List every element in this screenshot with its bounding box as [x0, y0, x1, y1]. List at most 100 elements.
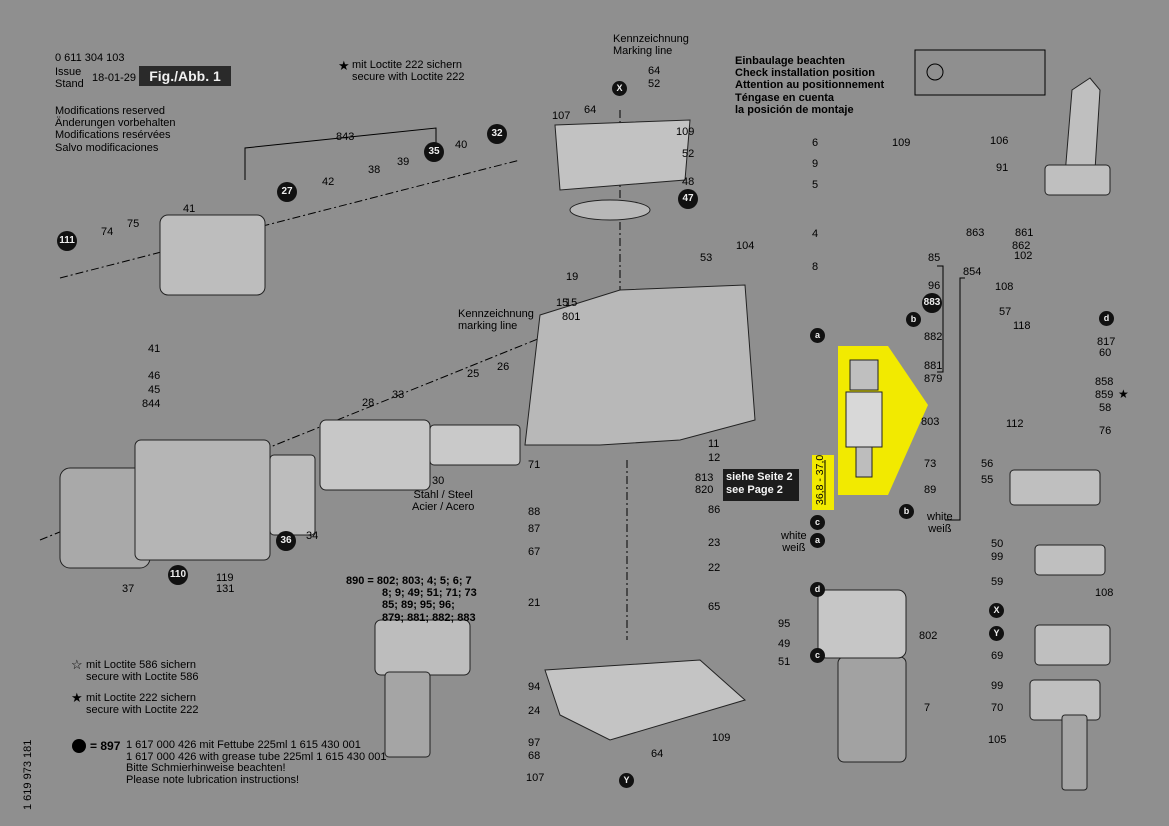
label-51: 51	[778, 656, 791, 668]
label-58: 58	[1099, 402, 1112, 414]
loctite-586-note: mit Loctite 586 sichern secure with Loct…	[86, 659, 199, 684]
label-843: 843	[336, 131, 355, 143]
label-106: 106	[990, 135, 1009, 147]
label-37: 37	[122, 583, 135, 595]
label-39: 39	[397, 156, 410, 168]
label-56: 56	[981, 458, 994, 470]
callout-badge-a-2: a	[810, 533, 825, 548]
callout-badge-111: 111	[57, 231, 77, 251]
stand-label: Stand	[55, 78, 84, 90]
callout-badge-d-2: d	[810, 582, 825, 597]
callout-badge-32: 32	[487, 124, 507, 144]
label-42: 42	[322, 176, 335, 188]
label-94: 94	[528, 681, 541, 693]
callout-badge-27: 27	[277, 182, 297, 202]
label-7: 7	[924, 702, 931, 714]
document-number: 1 619 973 181	[22, 739, 34, 810]
grease-dot-icon	[72, 739, 86, 753]
label-882: 882	[924, 331, 943, 343]
callout-badge-y-bottom: Y	[619, 773, 634, 788]
figure-label: Fig./Abb. 1	[139, 66, 231, 86]
label-34: 34	[306, 530, 319, 542]
label-105: 105	[988, 734, 1007, 746]
label-109b: 109	[712, 732, 731, 744]
label-52a: 52	[682, 148, 695, 160]
label-91: 91	[996, 162, 1009, 174]
label-19: 19	[566, 271, 579, 283]
label-25: 25	[467, 368, 480, 380]
label-64b: 64	[651, 748, 664, 760]
star-icon: ★	[338, 58, 350, 73]
grease-number: = 897	[90, 739, 121, 753]
label-55: 55	[981, 474, 994, 486]
label-52top: 52	[648, 78, 661, 90]
label-817: 817	[1097, 336, 1116, 348]
label-108a: 108	[995, 281, 1014, 293]
callout-badge-c-2: c	[810, 648, 825, 663]
label-89: 89	[924, 484, 937, 496]
label-30: 30	[432, 475, 445, 487]
label-69: 69	[991, 650, 1004, 662]
label-49: 49	[778, 638, 791, 650]
marking-top-note: Kennzeichnung Marking line	[613, 33, 689, 58]
issue-label: Issue	[55, 66, 82, 78]
loctite-222-note: mit Loctite 222 sichern secure with Loct…	[86, 692, 199, 717]
label-87: 87	[528, 523, 541, 535]
label-70: 70	[991, 702, 1004, 714]
label-119: 119	[216, 572, 234, 584]
label-67: 67	[528, 546, 541, 558]
label-28: 28	[362, 397, 375, 409]
label-86: 86	[708, 504, 721, 516]
label-21: 21	[528, 597, 541, 609]
label-118: 118	[1013, 320, 1031, 332]
callout-badge-b-1: b	[906, 312, 921, 327]
armature-highlight	[812, 346, 928, 510]
label-71: 71	[528, 459, 541, 471]
label-12: 12	[708, 452, 721, 464]
label-59: 59	[991, 576, 1004, 588]
label-11: 11	[708, 438, 720, 450]
star-icon-859: ★	[1118, 387, 1129, 401]
callout-badge-47: 47	[678, 189, 698, 209]
callout-badge-c-1: c	[810, 515, 825, 530]
label-15-num: 15	[565, 297, 578, 309]
label-46: 46	[148, 370, 161, 382]
label-858: 858	[1095, 376, 1114, 388]
label-862: 862	[1012, 240, 1031, 252]
label-801: 801	[562, 311, 581, 323]
label-6: 6	[812, 137, 819, 149]
callout-badge-883: 883	[922, 293, 942, 313]
side-handle	[1009, 77, 1111, 791]
label-23: 23	[708, 537, 721, 549]
label-15: 15	[556, 297, 569, 309]
label-26: 26	[497, 361, 510, 373]
modifications-note: Modifications reserved Änderungen vorbeh…	[55, 105, 176, 154]
callout-badge-x-right: X	[989, 603, 1004, 618]
label-33: 33	[392, 389, 405, 401]
callout-badge-35: 35	[424, 142, 444, 162]
dimension-label: 36,8 - 37,0	[814, 454, 826, 505]
label-107b: 107	[526, 772, 545, 784]
callout-badge-d-1: d	[1099, 311, 1114, 326]
label-48: 48	[682, 176, 695, 188]
label-102: 102	[1014, 250, 1033, 262]
label-112: 112	[1006, 418, 1024, 430]
label-74: 74	[101, 226, 114, 238]
callout-badge-b-2: b	[899, 504, 914, 519]
label-99a: 99	[991, 551, 1004, 563]
label-881: 881	[924, 360, 943, 372]
label-22: 22	[708, 562, 721, 574]
label-109a: 109	[676, 126, 695, 138]
callout-badge-y-right: Y	[989, 626, 1004, 641]
callout-badge-36: 36	[276, 531, 296, 551]
label-41a: 41	[183, 203, 196, 215]
label-41b: 41	[148, 343, 161, 355]
label-109c: 109	[892, 137, 911, 149]
see-page-2-box[interactable]: siehe Seite 2 see Page 2	[723, 469, 799, 501]
label-4: 4	[812, 228, 819, 240]
install-note: Einbaulage beachten Check installation p…	[735, 55, 885, 116]
label-861: 861	[1015, 227, 1034, 239]
label-802: 802	[919, 630, 938, 642]
callout-badge-x-top: X	[612, 81, 627, 96]
